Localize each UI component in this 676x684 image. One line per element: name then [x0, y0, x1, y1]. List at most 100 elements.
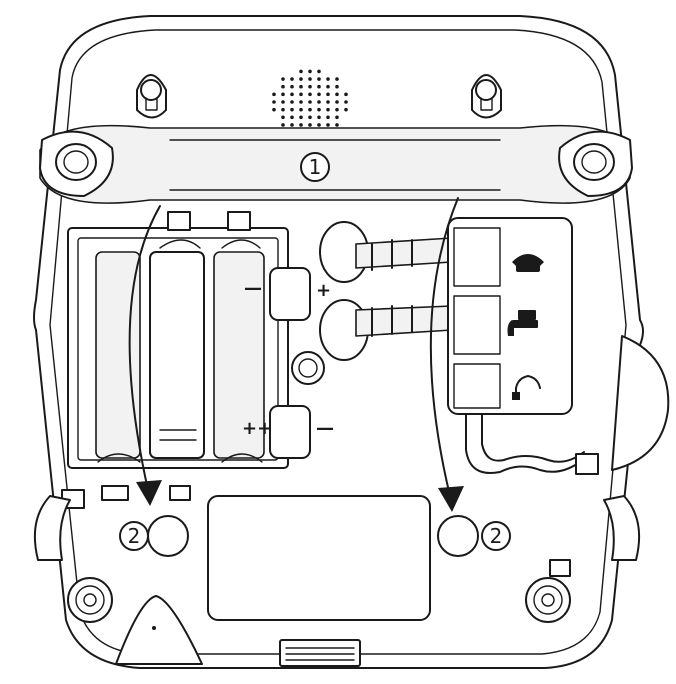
speaker-hole — [290, 92, 294, 97]
speaker-hole — [272, 92, 276, 97]
speaker-hole — [326, 123, 330, 127]
speaker-hole — [308, 107, 312, 112]
speaker-hole — [299, 77, 303, 81]
speaker-hole — [335, 84, 339, 89]
arrow-right — [429, 197, 464, 512]
speaker-hole — [326, 100, 330, 104]
speaker-hole — [299, 84, 303, 89]
speaker-hole — [299, 123, 303, 127]
speaker-hole — [308, 115, 312, 120]
speaker-hole — [308, 92, 312, 97]
top-rail-groove — [169, 139, 501, 191]
keyhole-right — [471, 74, 502, 119]
speaker-hole — [335, 123, 339, 127]
tab-bottom-left-2 — [101, 485, 129, 501]
front-foot-left — [67, 577, 113, 623]
speaker-hole — [317, 92, 321, 97]
side-latch-left — [33, 495, 71, 561]
speaker-hole — [299, 107, 303, 112]
polarity-upper-plus: + — [316, 280, 331, 301]
speaker-hole — [290, 107, 294, 112]
speaker-hole — [290, 77, 294, 81]
speaker-hole — [290, 100, 294, 104]
speaker-hole — [317, 77, 321, 81]
speaker-hole — [326, 92, 330, 97]
rear-foot-left — [39, 130, 114, 197]
speaker-hole — [317, 107, 321, 112]
jack-panel — [447, 217, 573, 415]
speaker-hole — [317, 100, 321, 104]
tab-bottom-right — [549, 559, 571, 577]
speaker-hole — [290, 123, 294, 127]
callout-bottom-left-number: 2 — [128, 524, 141, 548]
battery-compartment — [67, 211, 311, 469]
keyhole-left — [136, 74, 167, 119]
polarity-upper-minus: — — [244, 278, 262, 299]
handset-icon — [512, 375, 541, 400]
speaker-hole — [326, 107, 330, 112]
speaker-hole — [344, 107, 348, 112]
speaker-hole — [308, 69, 312, 74]
speaker-hole — [281, 107, 285, 112]
speaker-hole — [281, 123, 285, 127]
battery-cell-middle — [149, 251, 205, 459]
arrow-left — [128, 205, 162, 506]
screw-boss — [291, 351, 325, 385]
speaker-hole — [281, 92, 285, 97]
fax-icon — [507, 310, 538, 336]
bottom-slot — [279, 639, 361, 667]
speaker-hole — [317, 123, 321, 127]
speaker-hole — [308, 100, 312, 104]
speaker-hole — [308, 77, 312, 81]
speaker-hole — [308, 84, 312, 89]
tab-bottom-left-3 — [169, 485, 191, 501]
speaker-hole — [326, 77, 330, 81]
speaker-hole — [335, 77, 339, 81]
front-foot-right — [525, 577, 571, 623]
speaker-hole — [326, 115, 330, 120]
callout-top: 1 — [300, 152, 330, 182]
speaker-hole — [281, 84, 285, 89]
speaker-hole — [281, 115, 285, 120]
speaker-hole — [299, 115, 303, 120]
speaker-hole — [290, 84, 294, 89]
speaker-hole — [281, 100, 285, 104]
rear-foot-right — [558, 130, 633, 197]
speaker-hole — [335, 100, 339, 104]
callout-bottom-right-number: 2 — [490, 524, 503, 548]
speaker-hole — [299, 100, 303, 104]
speaker-hole — [272, 100, 276, 104]
speaker-hole — [299, 92, 303, 97]
notch-dot — [152, 626, 156, 630]
speaker-hole — [317, 84, 321, 89]
speaker-hole — [344, 100, 348, 104]
label-plate — [207, 495, 431, 621]
speaker-hole — [335, 107, 339, 112]
callout-bottom-left: 2 — [119, 521, 149, 551]
screw-hole-right — [437, 515, 479, 557]
side-latch-right — [603, 495, 641, 561]
callout-top-number: 1 — [309, 155, 322, 179]
speaker-hole — [272, 107, 276, 112]
housing-inner-outline — [49, 29, 627, 655]
polarity-lower-minus: — — [316, 418, 334, 439]
battery-cell-right — [213, 251, 265, 459]
speaker-hole — [335, 92, 339, 97]
battery-cell-left — [95, 251, 141, 459]
front-notch — [115, 595, 203, 665]
polarity-lower-plus: ++ — [242, 418, 272, 439]
speaker-grille — [272, 69, 348, 135]
speaker-hole — [308, 123, 312, 127]
phone-icon — [512, 254, 544, 272]
line-cord — [465, 413, 597, 474]
speaker-hole — [326, 84, 330, 89]
cord-clip — [575, 453, 599, 475]
callout-bottom-right: 2 — [481, 521, 511, 551]
top-rail — [39, 124, 631, 204]
screw-hole-left — [147, 515, 189, 557]
speaker-hole — [281, 77, 285, 81]
speaker-hole — [317, 115, 321, 120]
speaker-hole — [299, 69, 303, 74]
